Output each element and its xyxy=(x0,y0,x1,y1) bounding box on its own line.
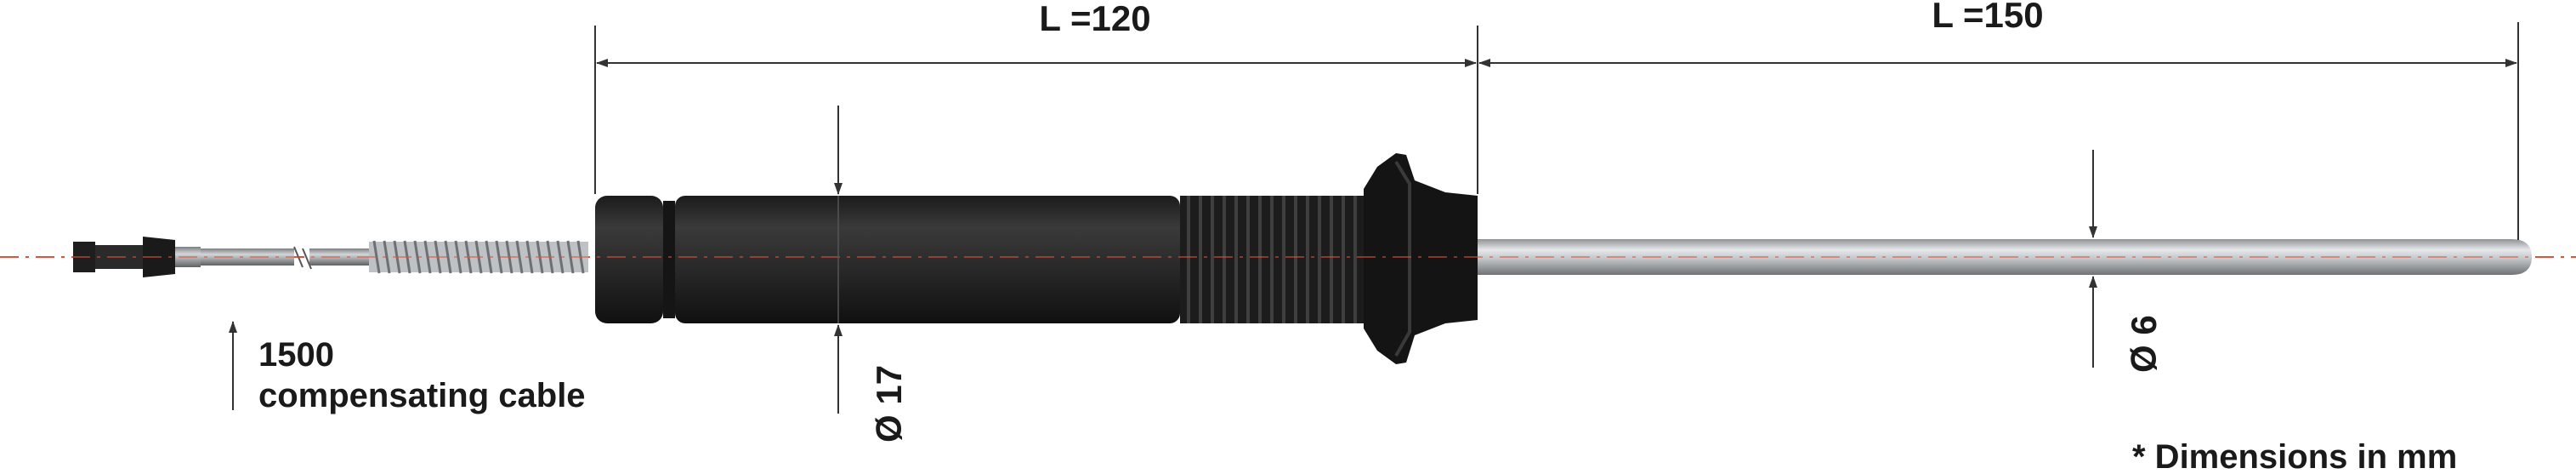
probe-length-label: L =150 xyxy=(1932,0,2043,35)
cable-callout: 1500 compensating cable xyxy=(229,321,586,414)
handle-diameter-label: Ø 17 xyxy=(869,365,909,443)
dimensions-note: * Dimensions in mm xyxy=(2132,438,2457,474)
probe-diameter-label: Ø 6 xyxy=(2124,315,2164,373)
handle xyxy=(595,153,1478,364)
dimension-handle-diameter: Ø 17 xyxy=(834,106,909,443)
extension-lines xyxy=(594,22,2519,240)
dimension-probe-length: L =150 xyxy=(1478,0,2517,67)
handle-length-label: L =120 xyxy=(1039,0,1150,38)
cable-length-label: 1500 xyxy=(258,336,334,374)
dimension-handle-length: L =120 xyxy=(596,0,1477,67)
dimension-probe-diameter: Ø 6 xyxy=(2089,150,2164,373)
cable-description: compensating cable xyxy=(258,377,586,414)
